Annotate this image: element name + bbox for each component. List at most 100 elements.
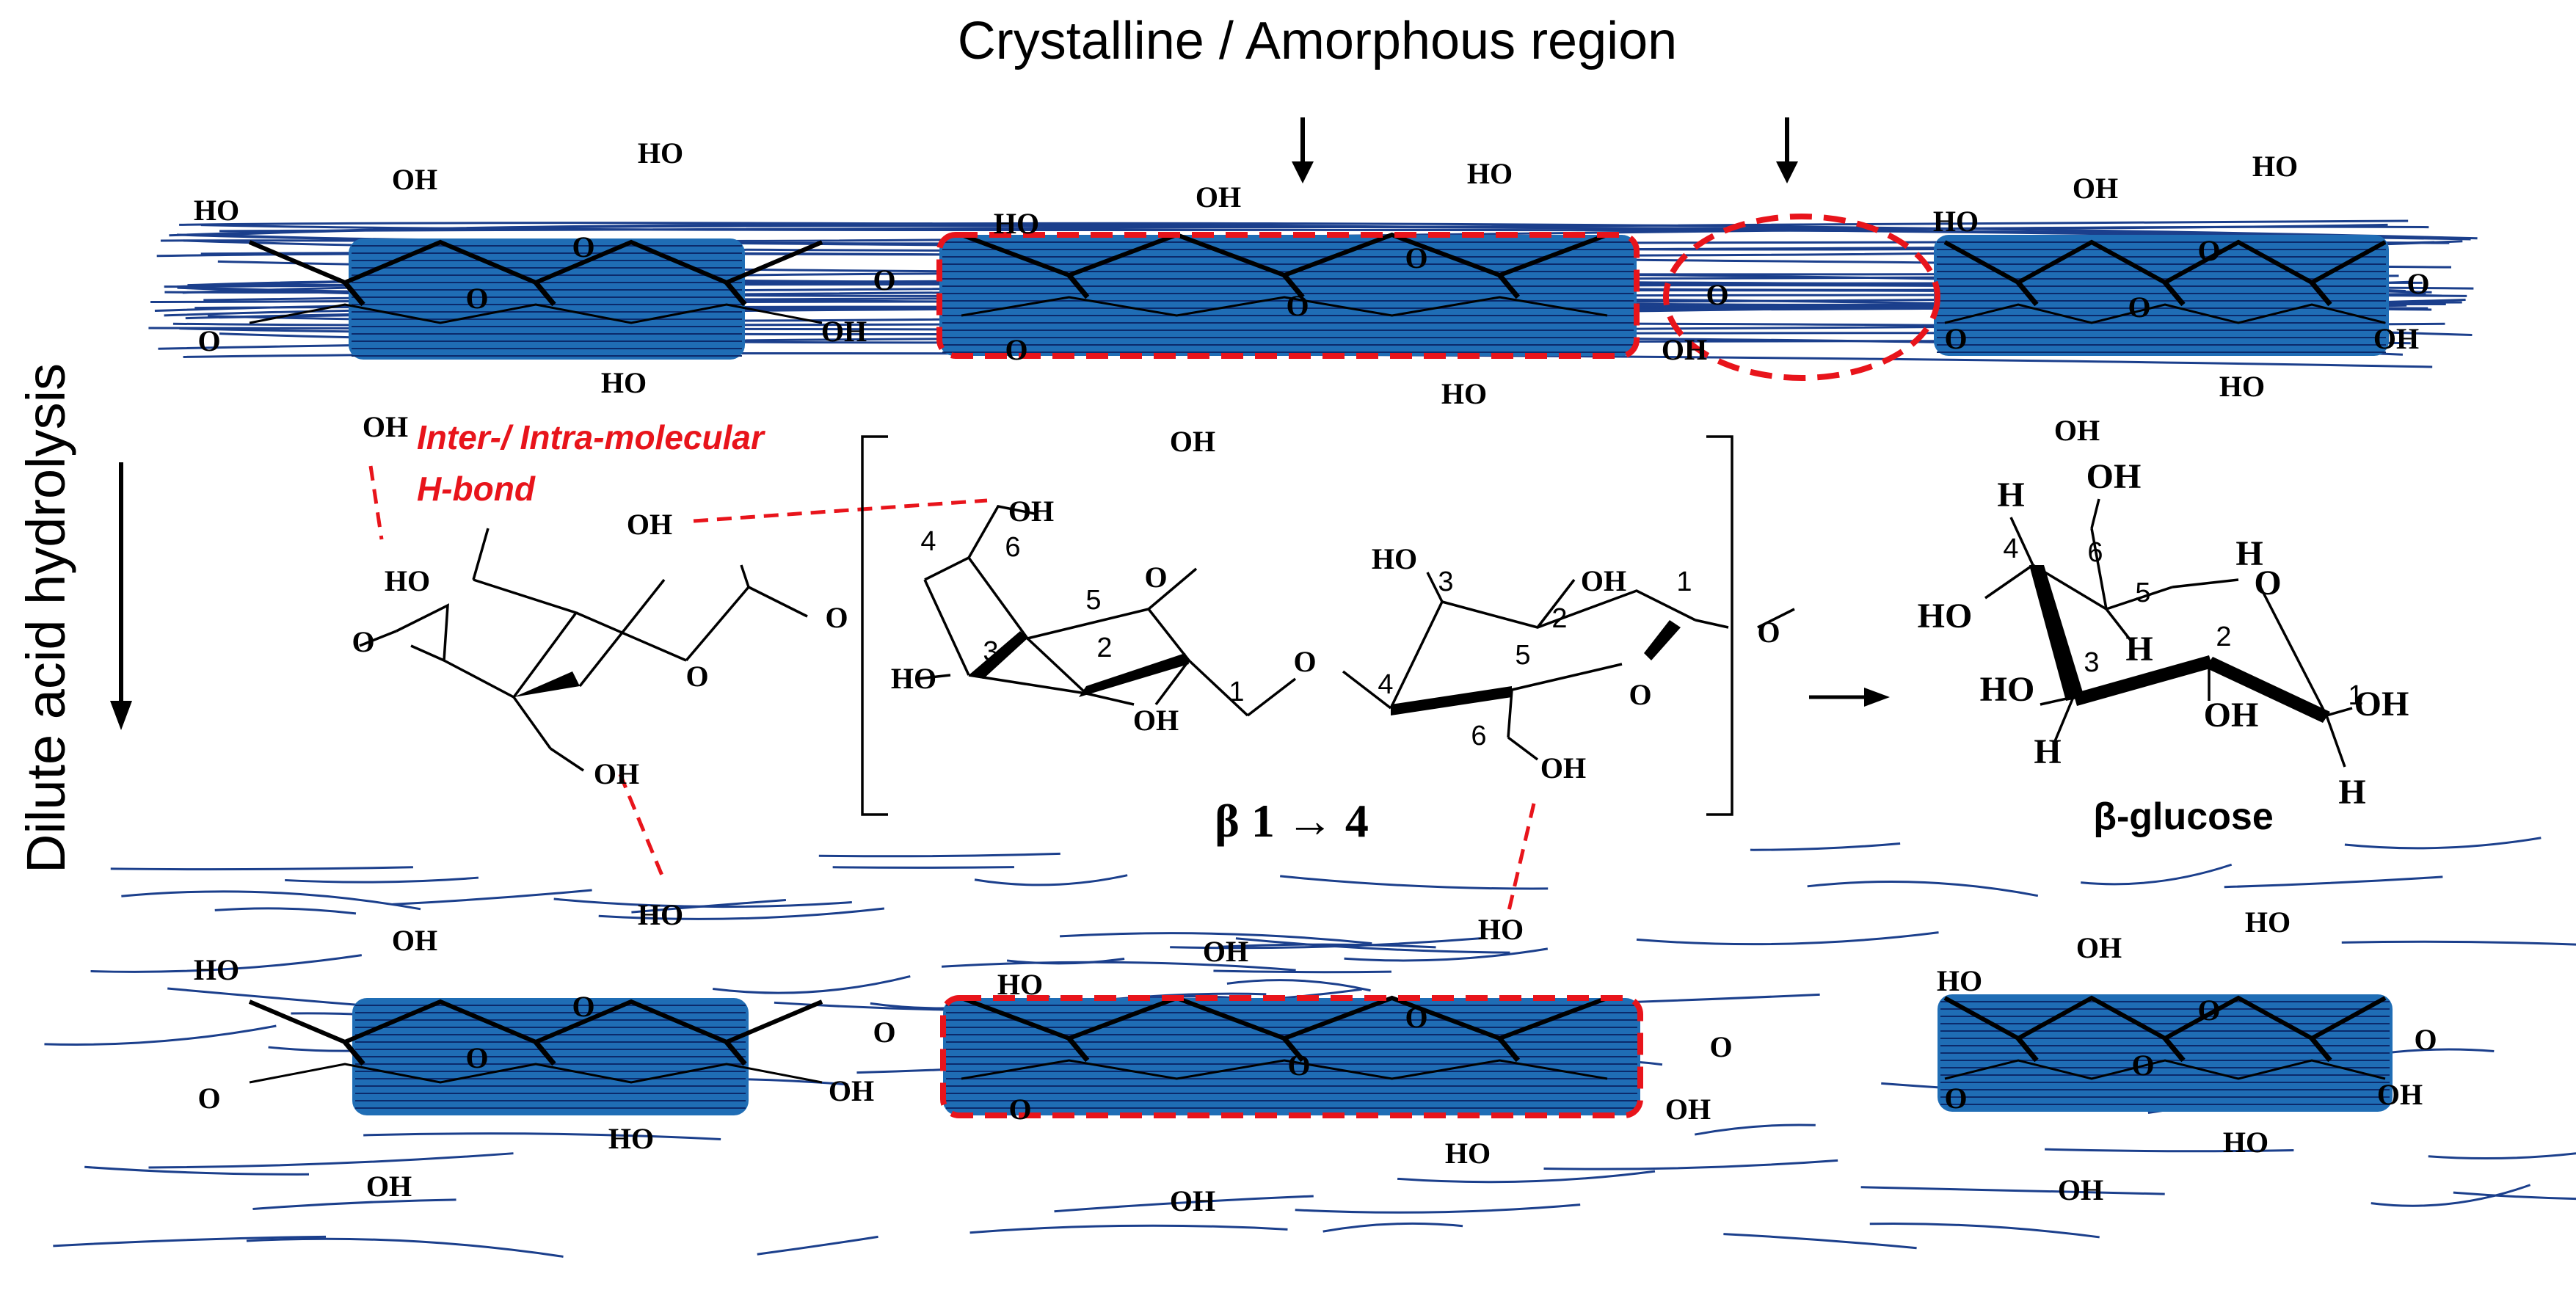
atom-label-o: O [2197, 234, 2220, 267]
fiber-strand [2453, 1191, 2576, 1201]
ring-bond [961, 1059, 1608, 1080]
ring-bond [1497, 273, 1521, 299]
atom-label-o: O [1629, 678, 1651, 711]
atom-label-ho: HO [1980, 670, 2035, 709]
atom-label-oh: OH [2373, 322, 2419, 355]
atom-label-ho: HO [1372, 542, 1417, 575]
atom-label-o: O [1706, 278, 1728, 311]
carbon-number: 1 [1676, 567, 1692, 597]
atom-label-ho: HO [1467, 157, 1513, 190]
ring-bond [2016, 1036, 2039, 1063]
atom-label-o: O [825, 601, 848, 634]
fiber-strand [1397, 1170, 1656, 1184]
fiber-strand [598, 907, 885, 920]
atom-label-oh: OH [1581, 564, 1626, 597]
fiber-strand [1280, 875, 1549, 890]
crystalline-block [1938, 994, 2393, 1112]
fiber-strand [818, 852, 1060, 858]
atom-label-oh: OH [2086, 457, 2142, 496]
ring-bond [1944, 1059, 2386, 1080]
fiber-strand [53, 1235, 327, 1248]
atom-label-o: O [1008, 1093, 1031, 1126]
crystalline-region-highlight-top [936, 232, 1640, 359]
atom-label-oh: OH [829, 1074, 874, 1107]
atom-label-o: O [2197, 994, 2220, 1027]
beta-glucose-structure [1984, 498, 2353, 768]
atom-label-o: O [1405, 1001, 1427, 1034]
fiber-strand [167, 987, 372, 1008]
fiber-strand [110, 866, 413, 871]
atom-label-o: O [1757, 616, 1780, 649]
fiber-strand [84, 1165, 310, 1176]
process-label: Dilute acid hydrolysis [15, 363, 76, 873]
atom-label-ho: HO [1937, 964, 1982, 997]
atom-label-oh: OH [366, 1170, 412, 1203]
atom-label-o: O [2406, 267, 2429, 300]
fiber-strand [832, 866, 1014, 869]
atom-label-oh: OH [1203, 935, 1248, 968]
fiber-strand [1543, 1159, 1838, 1170]
atom-label-oh: OH [392, 163, 437, 196]
atom-label-ho: HO [608, 1122, 654, 1155]
atom-label-oh: OH [1196, 181, 1241, 214]
atom-label-ho: HO [1933, 205, 1979, 238]
fiber-strand [1322, 1222, 1463, 1233]
title: Crystalline / Amorphous region [958, 12, 1677, 70]
atom-label-ho: HO [638, 136, 683, 170]
atom-label-o: O [572, 230, 594, 263]
fiber-strand [1218, 943, 1436, 949]
atom-label-o: O [572, 990, 594, 1023]
fiber-strand [1344, 947, 1549, 962]
carbon-number: 1 [2348, 680, 2363, 711]
atom-label-oh: OH [821, 315, 867, 348]
fiber-strand [285, 876, 479, 884]
fiber-strand [2224, 875, 2443, 889]
carbon-number: 2 [1096, 633, 1112, 663]
atom-label-o: O [1144, 561, 1167, 594]
atom-label-o: O [2128, 291, 2150, 324]
fiber-strand [1807, 881, 2039, 897]
region-arrow-left [1292, 117, 1314, 183]
carbon-number: 4 [1378, 669, 1393, 700]
glucose-label: β-glucose [2093, 795, 2274, 838]
process-arrow [110, 462, 132, 730]
atom-label-oh: OH [1665, 1093, 1711, 1126]
atom-label-ho: HO [994, 207, 1039, 240]
atom-label-oh: OH [2054, 414, 2100, 447]
carbon-number: 5 [2135, 578, 2150, 608]
atom-label-ho: HO [1478, 913, 1524, 946]
carbon-number: 6 [2087, 537, 2103, 568]
fiber-strand [2045, 1148, 2294, 1153]
atom-label-o: O [465, 1041, 488, 1074]
atom-label-o: O [1287, 1049, 1310, 1082]
atom-label-ho: HO [385, 564, 430, 597]
fiber-strand [631, 899, 787, 914]
fiber-strand [969, 1224, 1288, 1234]
hbond-label-line1: Inter-/ Intra-molecular [417, 418, 765, 456]
ring-bond [1282, 273, 1305, 299]
atom-label-ho: HO [2245, 906, 2291, 939]
atom-label-oh: OH [1008, 495, 1054, 528]
fiber-strand [169, 222, 2478, 240]
atom-label-o: O [2414, 1023, 2437, 1056]
fiber-strand [1295, 1203, 1581, 1214]
ring-bond [724, 1040, 747, 1066]
ring-bond [1497, 1036, 1521, 1063]
crystalline-blocks-top [349, 235, 2389, 360]
fiber-strand [214, 907, 357, 915]
carbon-number: 2 [2216, 622, 2231, 652]
fiber-strand [712, 975, 911, 994]
fiber-strand [2341, 940, 2576, 946]
atom-label-o: O [873, 1016, 895, 1049]
fiber-strand [941, 961, 1296, 972]
atom-label-o: O [2131, 1049, 2154, 1082]
ring-bond [249, 1063, 823, 1084]
atom-label-h: H [2338, 773, 2365, 812]
atom-label-oh: OH [2058, 1173, 2103, 1206]
fiber-strand [1869, 1223, 2100, 1239]
atom-label-o: O [1944, 1082, 1967, 1115]
atom-label-o: O [873, 263, 895, 296]
